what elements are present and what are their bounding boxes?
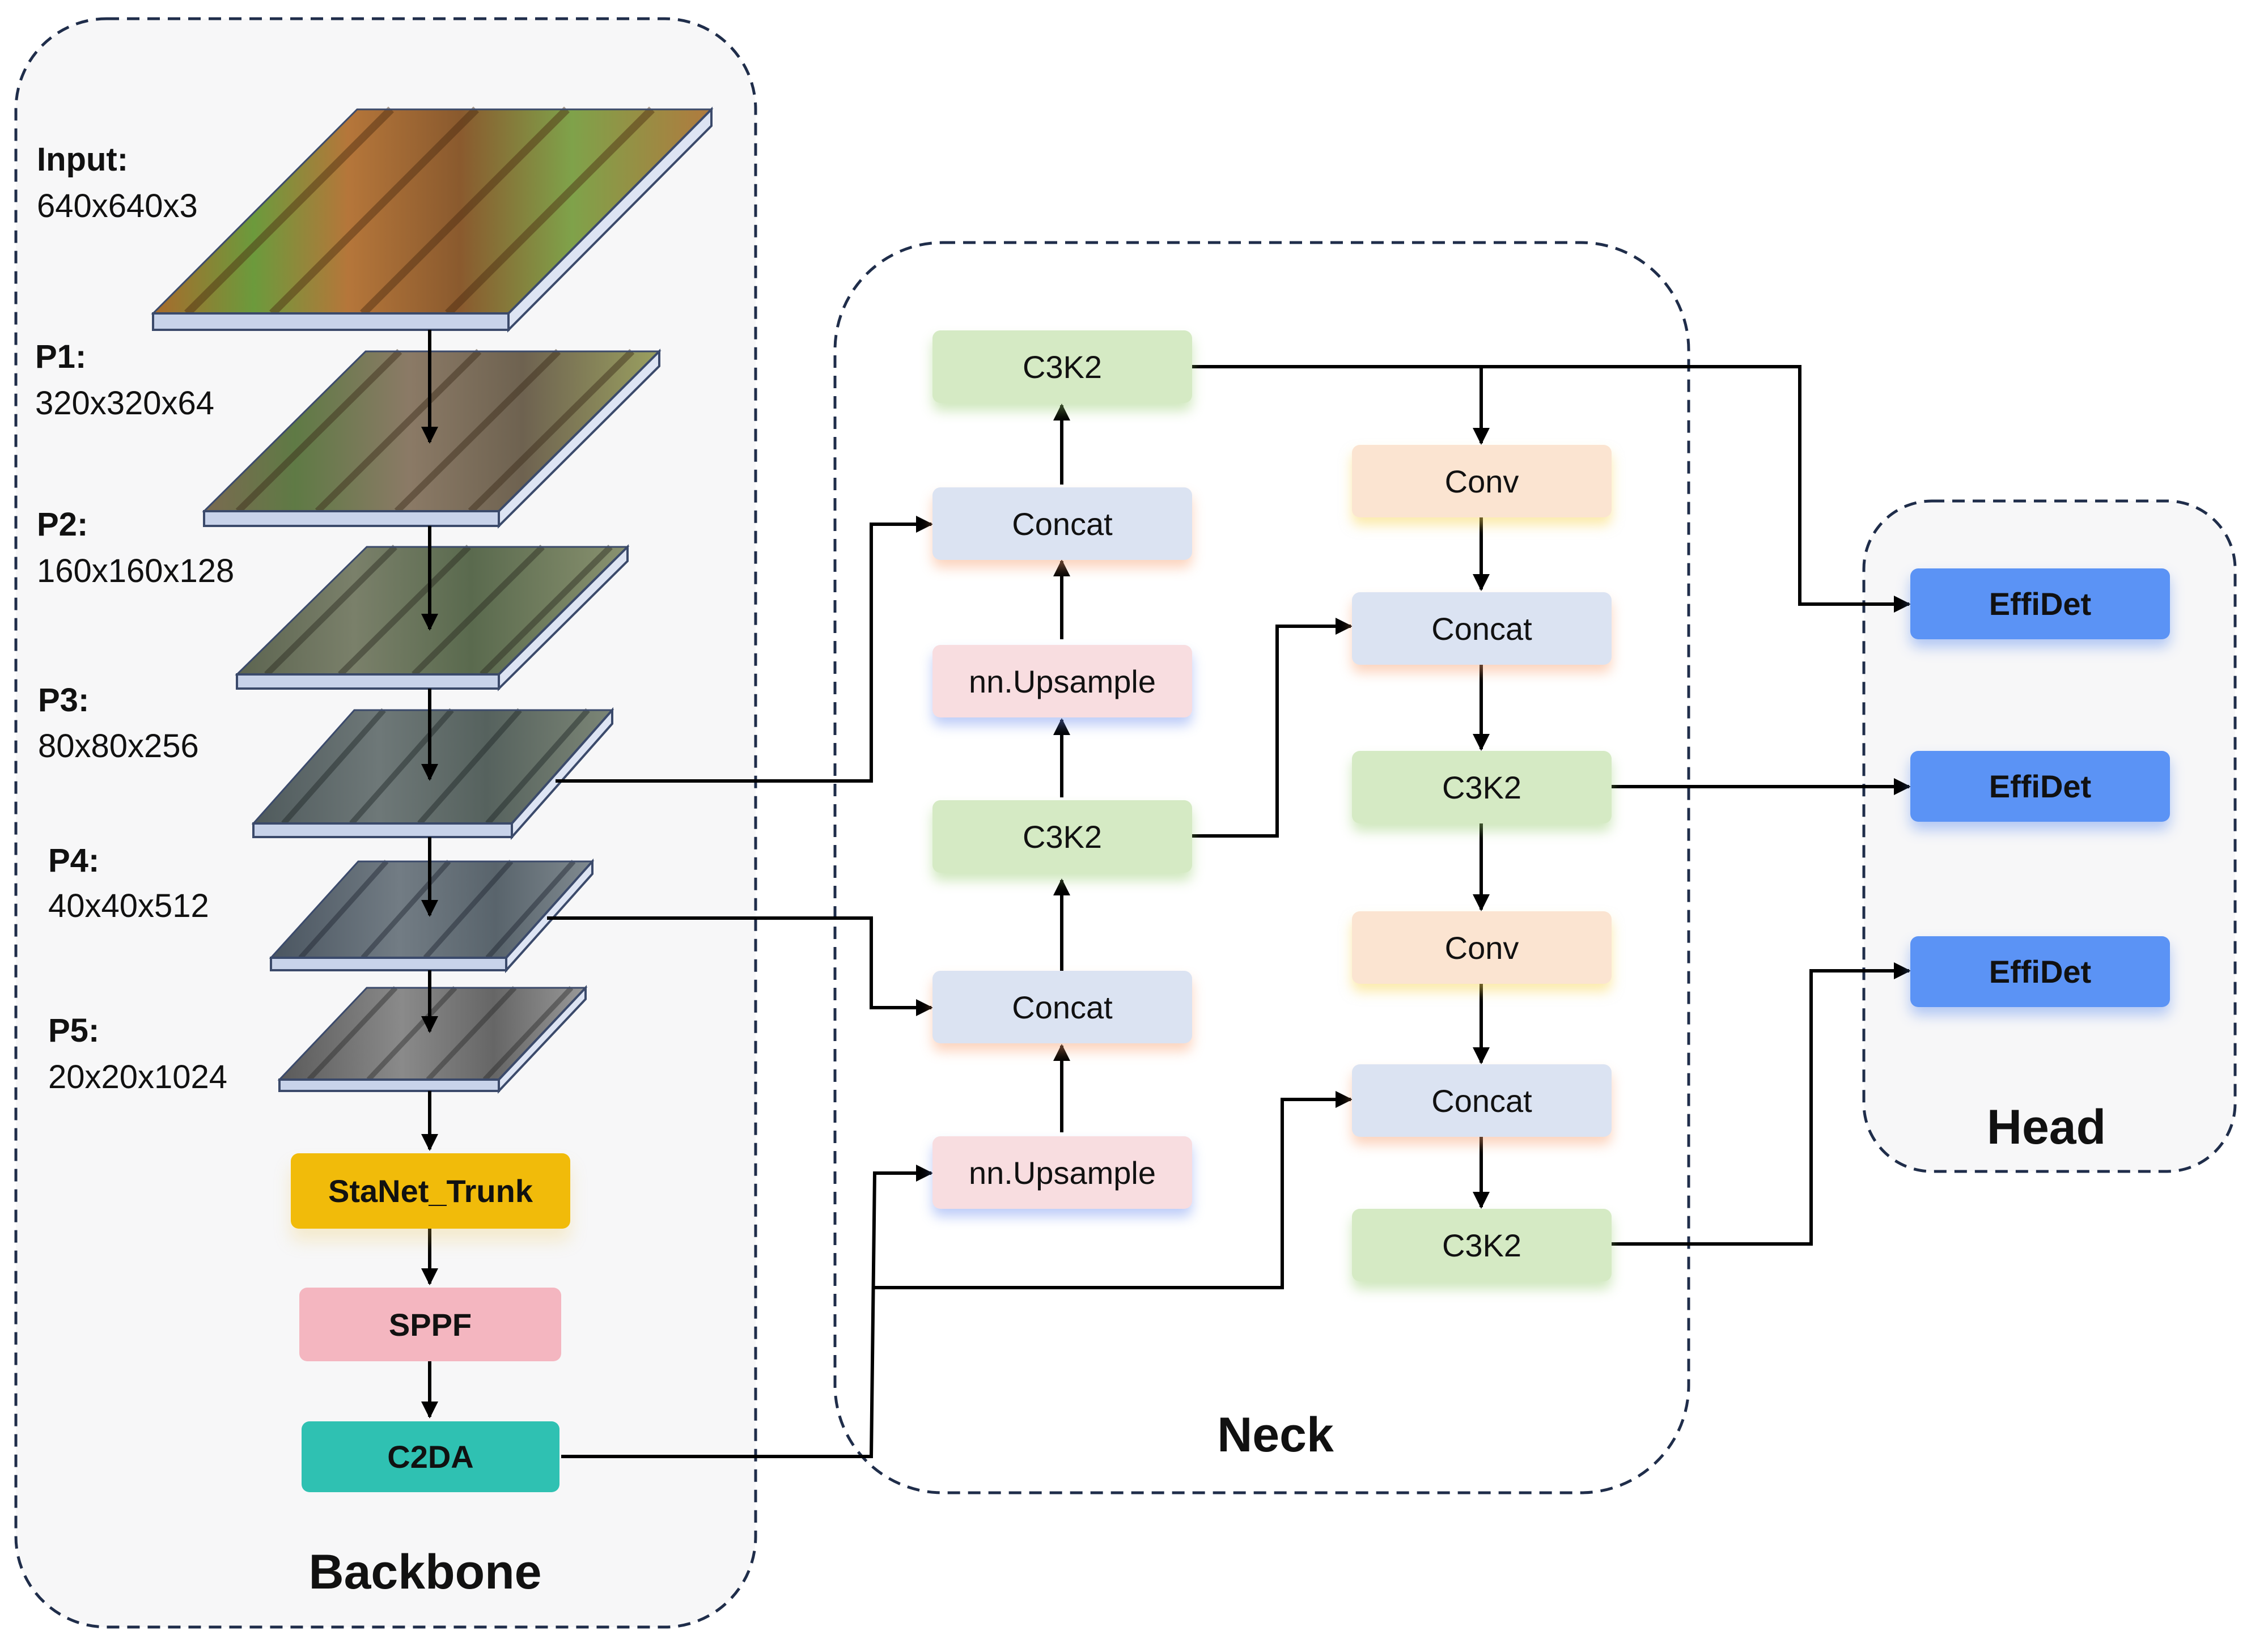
concat-left-1-block: Concat (932, 487, 1192, 560)
concat-right-2-block: Concat (1352, 1064, 1612, 1137)
c3k2-top-block: C3K2 (932, 330, 1192, 403)
p5-layer-dim: 20x20x1024 (48, 1059, 228, 1095)
upsample-2-block: nn.Upsample (932, 1136, 1192, 1209)
sppf-block: SPPF (299, 1288, 561, 1361)
p5-slab (277, 984, 588, 1094)
head-title: Head (1986, 1100, 2106, 1154)
p5-layer-name: P5: (48, 1012, 100, 1049)
backbone-title: Backbone (308, 1545, 542, 1599)
p1-layer-dim: 320x320x64 (35, 385, 215, 422)
upsample-1-block: nn.Upsample (932, 645, 1192, 717)
c3k2-mid-block: C3K2 (932, 800, 1192, 873)
neck-title: Neck (1217, 1408, 1334, 1462)
p2-layer-name: P2: (37, 506, 88, 543)
effidet-1-block: EffiDet (1910, 568, 2170, 639)
effidet-2-block: EffiDet (1910, 751, 2170, 822)
p3-layer-name: P3: (38, 682, 90, 719)
input-layer-name: Input: (37, 141, 129, 178)
stanet-trunk-block: StaNet_Trunk (291, 1153, 570, 1229)
c3k2-right-2-block: C3K2 (1352, 1209, 1612, 1281)
concat-left-2-block: Concat (932, 971, 1192, 1043)
p4-layer-name: P4: (48, 842, 100, 879)
concat-right-1-block: Concat (1352, 592, 1612, 665)
p3-layer-dim: 80x80x256 (38, 728, 199, 765)
p2-slab (235, 544, 630, 691)
c3k2-right-1-block: C3K2 (1352, 751, 1612, 823)
input-slab (151, 107, 714, 333)
p4-layer-dim: 40x40x512 (48, 887, 209, 924)
p2-layer-dim: 160x160x128 (37, 553, 235, 589)
input-layer-dim: 640x640x3 (37, 188, 198, 224)
p1-layer-name: P1: (35, 338, 87, 375)
connection-arrows (421, 330, 1911, 1458)
conv-1-block: Conv (1352, 445, 1612, 517)
effidet-3-block: EffiDet (1910, 936, 2170, 1007)
conv-2-block: Conv (1352, 911, 1612, 984)
c2da-block: C2DA (302, 1421, 559, 1492)
